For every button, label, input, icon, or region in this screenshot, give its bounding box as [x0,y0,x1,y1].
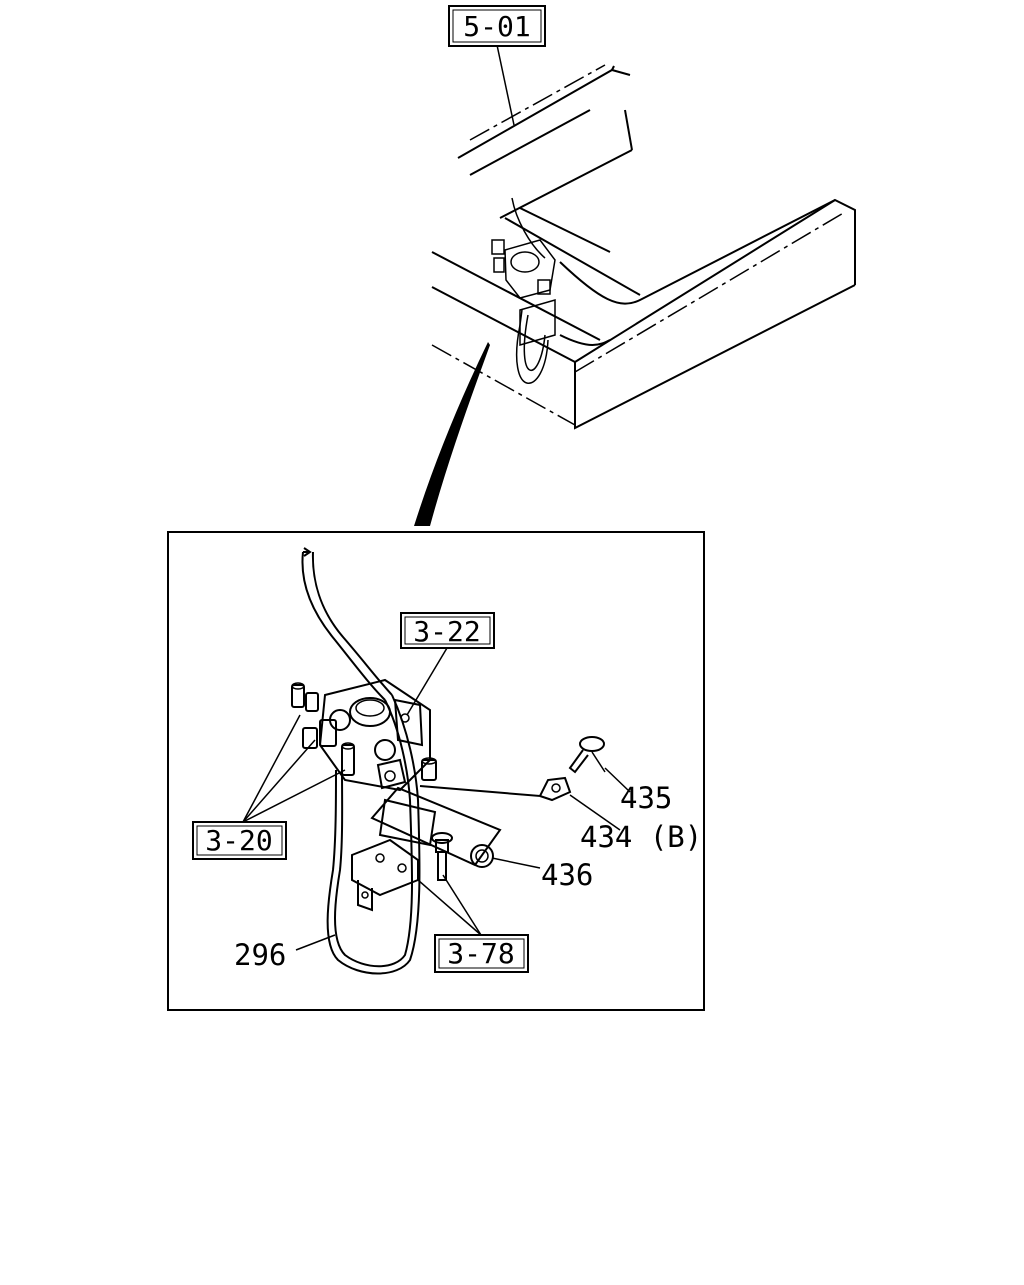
detail-valve-assembly [291,547,605,975]
push-in-fitting-a [291,682,319,712]
leader-5-01 [496,44,515,126]
part-number-296: 296 [234,938,286,972]
flange-bolt [431,832,453,881]
svg-text:3-20: 3-20 [205,824,272,857]
nut-436 [470,844,494,868]
part-number-436: 436 [541,858,593,892]
detail-frame [167,531,705,1011]
callout-3-20: 3-20 [192,821,287,860]
part-number-434b: 434 (B) [580,820,702,854]
svg-text:5-01: 5-01 [463,10,530,43]
mounting-bracket [351,786,502,912]
callout-3-78: 3-78 [434,934,529,973]
callout-3-22: 3-22 [400,612,495,649]
push-in-fitting-d [421,757,437,781]
zoom-pointer [414,342,490,526]
part-number-435: 435 [620,781,672,815]
svg-text:3-22: 3-22 [413,615,480,648]
svg-text:3-78: 3-78 [447,937,514,970]
mini-valve-assembly [491,197,556,384]
relay-valve [318,678,431,792]
push-in-fitting-b [302,719,337,749]
bolt-435 [568,736,605,774]
detail-leaders [242,647,631,951]
callout-5-01: 5-01 [448,5,546,47]
push-in-fitting-c [341,742,355,776]
chassis-frame-overview [414,44,856,526]
